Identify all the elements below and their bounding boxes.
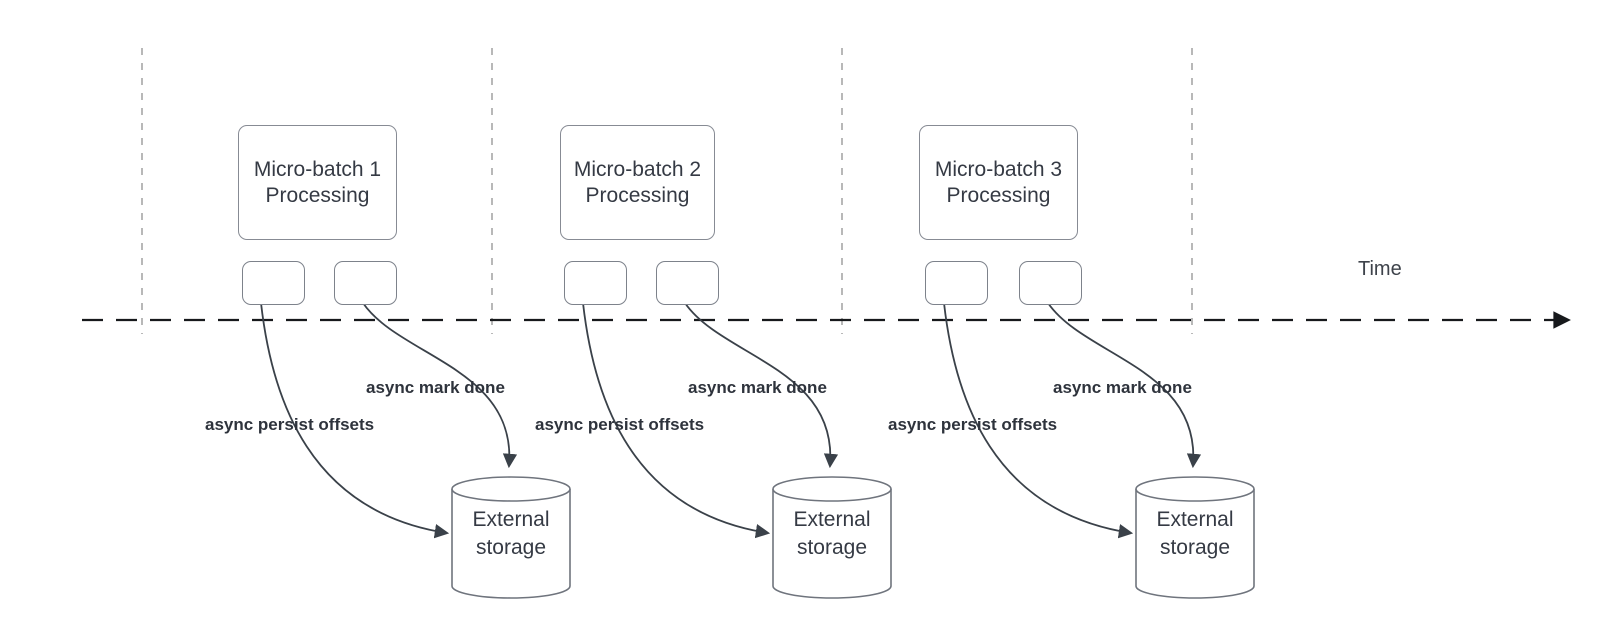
mark-done-task-box-3 xyxy=(1019,261,1082,305)
mark-done-label-3: async mark done xyxy=(1053,378,1192,397)
mark-done-label-2: async mark done xyxy=(688,378,827,397)
external-storage-label-3-line1: External xyxy=(1156,508,1234,531)
persist-offsets-label-3: async persist offsets xyxy=(888,415,1058,434)
micro-batch-1-title-line2: Processing xyxy=(265,183,370,207)
persist-offsets-arrow-2 xyxy=(582,302,771,539)
external-storage-label-3-line2: storage xyxy=(1159,536,1231,559)
persist-offsets-label-1: async persist offsets xyxy=(205,415,375,434)
mark-done-label-1: async mark done xyxy=(366,378,505,397)
time-axis-label: Time xyxy=(1358,258,1402,280)
persist-offsets-label-2: async persist offsets xyxy=(535,415,705,434)
external-storage-cylinder-2 xyxy=(772,476,892,599)
mark-done-arrow-2 xyxy=(684,302,839,469)
external-storage-label-3: External storage xyxy=(1136,506,1254,562)
mark-done-task-box-2 xyxy=(656,261,719,305)
micro-batch-1-box: Micro-batch 1 Processing xyxy=(238,125,397,240)
external-storage-label-2-line2: storage xyxy=(796,536,868,559)
external-storage-label-1: External storage xyxy=(452,506,570,562)
external-storage-cylinder-1 xyxy=(451,476,571,599)
micro-batch-3-title-line1: Micro-batch 3 xyxy=(934,157,1063,181)
persist-offsets-task-box-2 xyxy=(564,261,627,305)
micro-batch-1-title-line1: Micro-batch 1 xyxy=(253,157,382,181)
mark-done-task-box-1 xyxy=(334,261,397,305)
external-storage-label-1-line2: storage xyxy=(475,536,547,559)
persist-offsets-task-box-3 xyxy=(925,261,988,305)
persist-offsets-arrow-3 xyxy=(943,302,1134,539)
micro-batch-3-box: Micro-batch 3 Processing xyxy=(919,125,1078,240)
mark-done-arrow-3 xyxy=(1047,302,1202,469)
external-storage-label-2: External storage xyxy=(773,506,891,562)
micro-batch-2-box: Micro-batch 2 Processing xyxy=(560,125,715,240)
external-storage-cylinder-3 xyxy=(1135,476,1255,599)
micro-batch-2-title-line1: Micro-batch 2 xyxy=(573,157,702,181)
persist-offsets-task-box-1 xyxy=(242,261,305,305)
micro-batch-2-title-line2: Processing xyxy=(585,183,690,207)
mark-done-arrow-1 xyxy=(362,302,518,469)
external-storage-label-2-line1: External xyxy=(793,508,871,531)
micro-batch-3-title-line2: Processing xyxy=(946,183,1051,207)
persist-offsets-arrow-1 xyxy=(260,302,450,539)
external-storage-label-1-line1: External xyxy=(472,508,550,531)
